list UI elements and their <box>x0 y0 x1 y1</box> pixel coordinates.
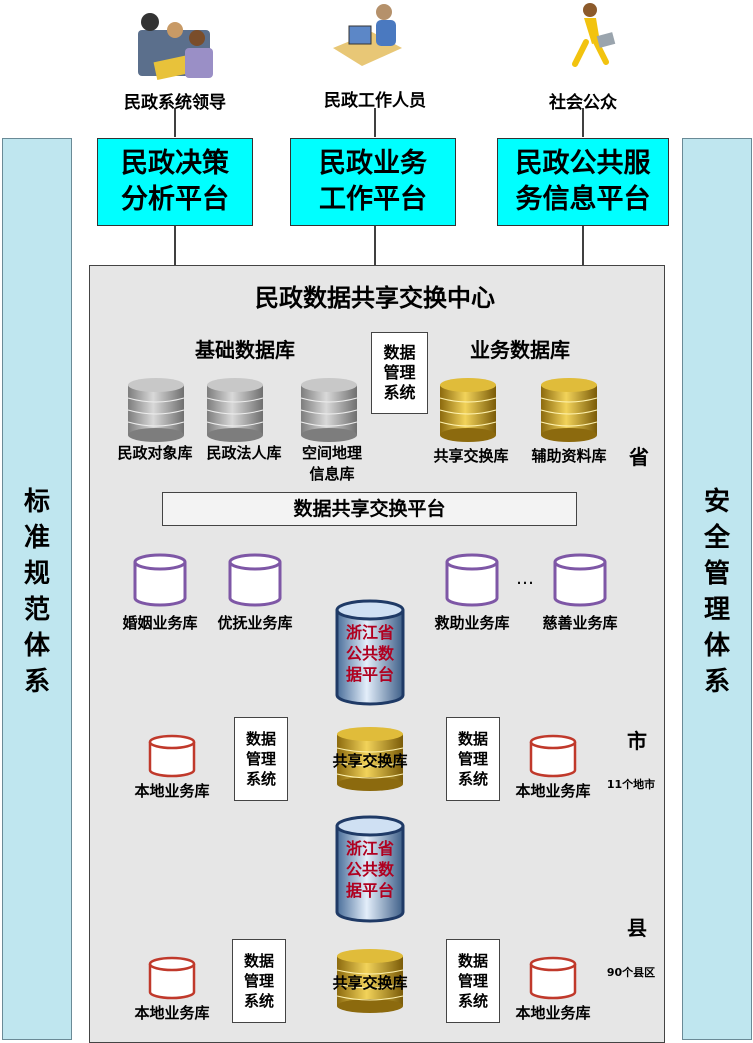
running-person-icon <box>572 3 616 67</box>
public-service-platform: 民政公共服务信息平台 <box>497 138 669 226</box>
db-label-marriage: 婚姻业务库 <box>122 614 198 632</box>
leaders-meeting-icon <box>138 13 213 80</box>
city-local-db-label-right: 本地业务库 <box>515 782 591 800</box>
security-text: 安全管 理体系 <box>703 487 730 697</box>
db-label-charity: 慈善业务库 <box>542 614 618 632</box>
purple-db-icon-2 <box>228 562 282 607</box>
user-label-public: 社会公众 <box>549 93 617 113</box>
db-label-geo: 空间地理信息库 <box>301 444 362 483</box>
user-label-leaders: 民政系统领导 <box>124 93 226 113</box>
city-data-mgmt-left: 数据管理系统 <box>234 717 288 801</box>
security-panel: 安全管 理体系 <box>682 138 752 1040</box>
city-shared-db-icon <box>336 727 404 791</box>
basic-db-title: 基础数据库 <box>195 338 295 362</box>
standards-text: 标准规 范体系 <box>23 487 50 697</box>
level-county: 县 <box>627 916 647 940</box>
gold-db-icon-2 <box>540 378 598 442</box>
city-local-db-label-left: 本地业务库 <box>134 782 210 800</box>
city-count: 11个地市 <box>606 778 656 791</box>
db-label-aux: 辅助资料库 <box>531 447 607 465</box>
db-label-care: 优抚业务库 <box>217 614 293 632</box>
province-data-mgmt-box: 数据管理系统 <box>371 332 428 414</box>
gray-db-icon-1 <box>127 378 185 442</box>
level-city: 市 <box>627 729 647 753</box>
county-local-db-icon-left <box>148 964 196 1000</box>
gray-db-icon-2 <box>206 378 264 442</box>
purple-db-icon-1 <box>133 562 187 607</box>
exchange-platform: 数据共享交换平台 <box>162 492 577 526</box>
user-connectors <box>174 108 584 268</box>
county-shared-db-label: 共享交换库 <box>332 974 408 992</box>
county-local-db-label-left: 本地业务库 <box>134 1004 210 1022</box>
county-data-mgmt-left: 数据管理系统 <box>232 939 286 1023</box>
county-local-db-label-right: 本地业务库 <box>515 1004 591 1022</box>
standards-panel: 标准规 范体系 <box>2 138 72 1040</box>
city-local-db-icon-right <box>529 742 577 778</box>
zj-platform-cylinder-2 <box>335 815 405 923</box>
db-label-object: 民政对象库 <box>117 444 193 462</box>
decision-platform: 民政决策分析平台 <box>97 138 253 226</box>
db-label-relief: 救助业务库 <box>434 614 510 632</box>
business-db-title: 业务数据库 <box>470 338 570 362</box>
user-label-staff: 民政工作人员 <box>324 91 426 111</box>
county-local-db-icon-right <box>529 964 577 1000</box>
purple-db-icon-4 <box>553 562 607 607</box>
level-province: 省 <box>629 445 649 469</box>
db-label-shared: 共享交换库 <box>433 447 509 465</box>
county-shared-db-icon <box>336 949 404 1013</box>
red-db-icons <box>148 734 577 1000</box>
purple-db-icons <box>133 553 607 607</box>
zj-platform-label-2: 浙江省公共数据平台 <box>345 839 394 900</box>
office-worker-icon <box>333 4 402 66</box>
city-local-db-icon-left <box>148 742 196 778</box>
county-data-mgmt-right: 数据管理系统 <box>446 939 500 1023</box>
center-title: 民政数据共享交换中心 <box>255 284 495 312</box>
zj-platform-label-1: 浙江省公共数据平台 <box>345 623 394 684</box>
ellipsis: … <box>516 568 534 589</box>
gold-db-icon-1 <box>439 378 497 442</box>
city-data-mgmt-right: 数据管理系统 <box>446 717 500 801</box>
city-shared-db-label: 共享交换库 <box>332 752 408 770</box>
db-label-legal: 民政法人库 <box>206 444 282 462</box>
purple-db-icon-3 <box>445 562 499 607</box>
county-count: 90个县区 <box>606 966 656 979</box>
business-platform: 民政业务工作平台 <box>290 138 456 226</box>
gray-db-icon-3 <box>300 378 358 442</box>
zj-platform-cylinder-1 <box>335 599 405 706</box>
